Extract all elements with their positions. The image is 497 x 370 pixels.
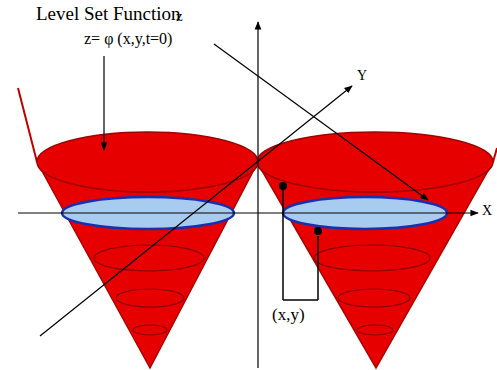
axis-label: X xyxy=(482,203,492,218)
diagram-title: Level Set Function xyxy=(36,4,181,25)
projection-line xyxy=(282,186,284,300)
x-axis xyxy=(18,212,478,213)
right-cone xyxy=(257,162,493,368)
left-cone xyxy=(37,162,258,368)
contour-lines xyxy=(94,245,430,335)
function-label: z= φ (x,y,t=0) xyxy=(84,30,172,48)
z-axis xyxy=(257,22,258,368)
point-label: (x,y) xyxy=(272,306,305,325)
leader-arrow xyxy=(103,56,104,150)
surface-point xyxy=(279,182,287,190)
y-axis xyxy=(40,86,352,336)
projection-line xyxy=(283,299,318,301)
left-cone-rim xyxy=(37,132,258,192)
axis-label: Y xyxy=(357,68,367,83)
leader-arrow xyxy=(214,44,428,200)
cone-edge xyxy=(18,88,37,162)
projection-line xyxy=(317,236,319,300)
cone-edge xyxy=(493,148,497,162)
plane-point xyxy=(314,227,322,235)
axis-label: z xyxy=(176,8,183,25)
